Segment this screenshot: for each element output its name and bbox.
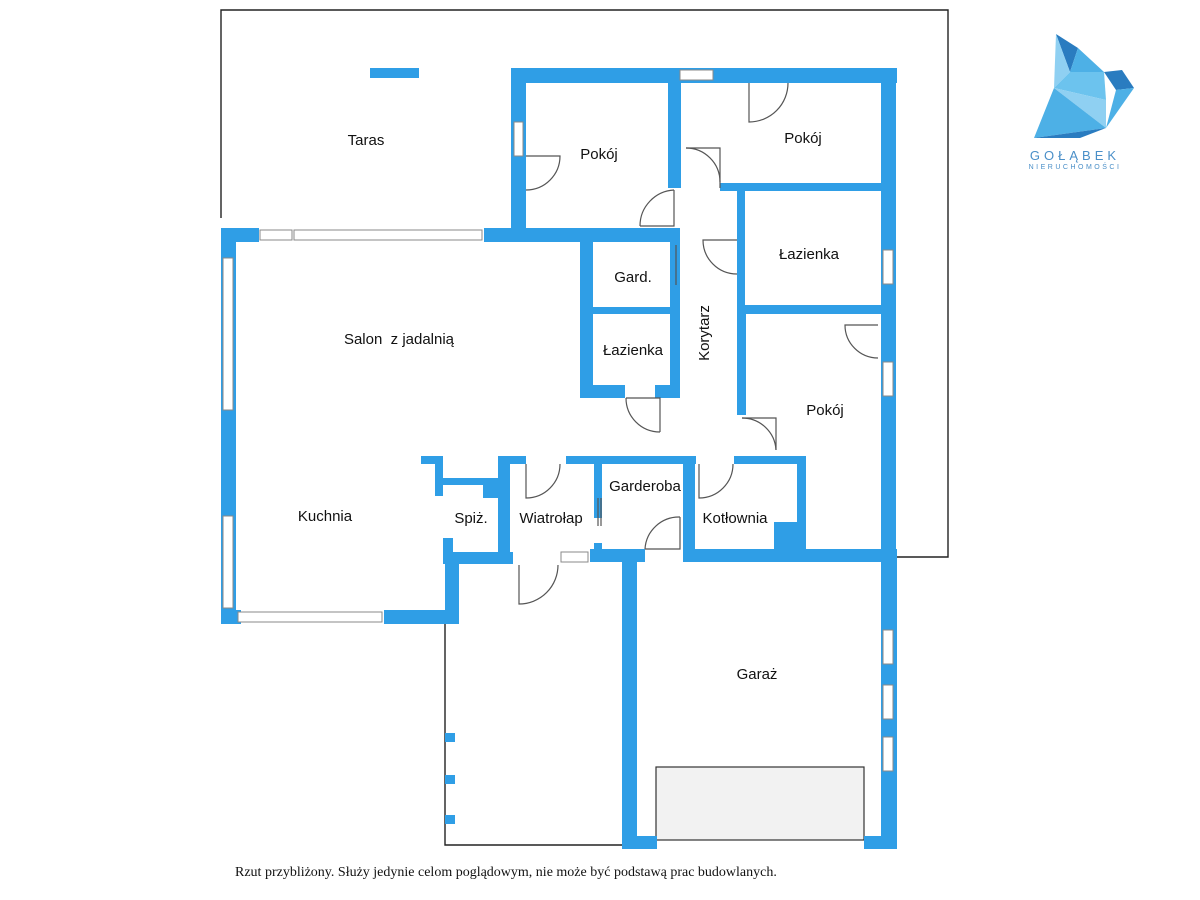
- room-label-pokoj-3: Pokój: [806, 402, 844, 419]
- room-label-pokoj-1: Pokój: [580, 146, 618, 163]
- brand-name: GOŁĄBEK: [1029, 148, 1121, 163]
- room-label-garaz: Garaż: [737, 666, 778, 683]
- windows: [222, 69, 894, 772]
- room-label-pokoj-2: Pokój: [784, 130, 822, 147]
- room-label-spiz: Spiż.: [454, 510, 487, 527]
- room-label-kotlownia: Kotłownia: [702, 510, 768, 527]
- room-label-salon: Salon z jadalnią: [344, 331, 455, 348]
- walls: [221, 68, 897, 849]
- room-label-wiatrolap: Wiatrołap: [519, 510, 582, 527]
- disclaimer-text: Rzut przybliżony. Służy jedynie celom po…: [235, 865, 777, 880]
- room-label-garderoba: Garderoba: [609, 478, 681, 495]
- room-labels: Taras Pokój Pokój Łazienka Gard. Korytar…: [298, 130, 844, 683]
- doors: [518, 82, 879, 605]
- garage-door: [655, 766, 865, 841]
- room-label-lazienka-1: Łazienka: [779, 246, 840, 263]
- terrace-marks: [370, 68, 455, 824]
- room-label-kuchnia: Kuchnia: [298, 508, 353, 525]
- room-label-korytarz: Korytarz: [696, 305, 713, 361]
- room-label-gard: Gard.: [614, 269, 652, 286]
- dove-logo-icon: [1034, 34, 1134, 138]
- room-label-taras: Taras: [348, 132, 385, 149]
- terrace-outline: [220, 9, 949, 846]
- brand-subtitle: NIERUCHOMOŚCI: [1028, 164, 1122, 171]
- room-label-lazienka-2: Łazienka: [603, 342, 664, 359]
